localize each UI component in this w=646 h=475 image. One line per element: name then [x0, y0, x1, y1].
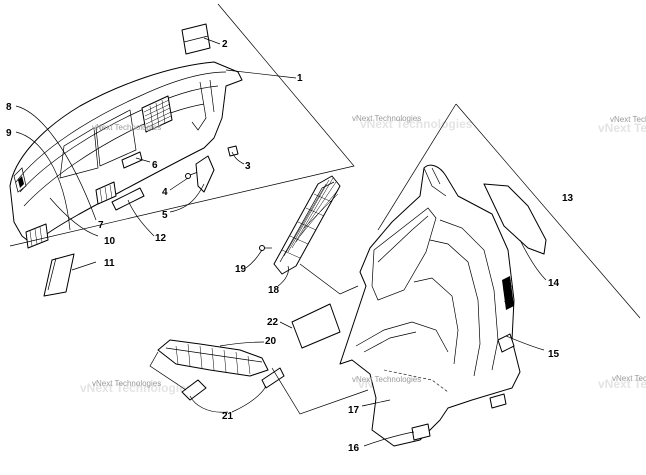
- watermark-shadow: vNext Technologies: [598, 121, 646, 135]
- front-bumper-shell: [9, 61, 243, 245]
- callout-10: 10: [104, 236, 116, 247]
- part-3-clip: [227, 145, 239, 157]
- callout-1-bracket: [9, 3, 355, 247]
- callout-4: 4: [162, 187, 168, 198]
- watermark: vNext Technologies: [92, 379, 161, 388]
- callout-21: 21: [222, 411, 234, 422]
- front-bumper-assembly: [9, 61, 243, 249]
- watermark-shadow: vNext Technologies: [80, 381, 193, 395]
- watermark-shadow: vNext Technologies: [360, 117, 473, 131]
- hood-side-vent: [502, 276, 514, 310]
- headlight-opening: [13, 167, 27, 193]
- callout-15: 15: [548, 349, 560, 360]
- hood-window-cutout: [371, 207, 437, 301]
- callout-6: 6: [152, 160, 158, 171]
- callout-12: 12: [155, 233, 167, 244]
- headlight-accent: [18, 176, 24, 188]
- callout-20: 20: [265, 336, 277, 347]
- watermark: vNext Technologies: [352, 375, 421, 384]
- part-11-pad: [43, 253, 75, 297]
- bumper-vent-grille: [141, 95, 173, 133]
- callout-7: 7: [98, 220, 104, 231]
- callout-16: 16: [348, 443, 360, 454]
- part-20-grille-insert: [157, 339, 269, 377]
- watermarks: vNext Technologies vNext Technologies vN…: [92, 114, 646, 388]
- callout-18: 18: [268, 285, 280, 296]
- callout-5: 5: [162, 210, 168, 221]
- callout-13-bracket: [455, 103, 641, 319]
- hood-shell: [339, 164, 521, 447]
- callout-labels: 1 2 3 4 5 6 7 8 9 10 11 12 13 14 15 16 1…: [6, 39, 574, 454]
- watermark: vNext Technologies: [610, 115, 646, 124]
- callout-9: 9: [6, 128, 12, 139]
- hood-assembly: [339, 164, 521, 447]
- callout-3: 3: [245, 161, 251, 172]
- left-lower-vent: [25, 223, 49, 249]
- part-22-plate: [291, 303, 341, 349]
- callout-13: 13: [562, 193, 574, 204]
- callout-11: 11: [104, 258, 115, 269]
- part-21-pad-right: [261, 367, 285, 389]
- leader-lines: [15, 37, 547, 447]
- center-lower-vent: [95, 181, 117, 205]
- part-19-screw: [259, 245, 272, 251]
- watermark: vNext Technologies: [612, 374, 646, 383]
- part-4-screw: [185, 171, 199, 179]
- callout-2: 2: [222, 39, 228, 50]
- part-18-vent-grille: [273, 175, 341, 275]
- callout-8: 8: [6, 102, 12, 113]
- part-21-pad-left: [181, 379, 207, 401]
- callout-1: 1: [297, 73, 303, 84]
- watermark: vNext Technologies: [92, 123, 161, 132]
- callout-14: 14: [548, 278, 560, 289]
- callout-17: 17: [348, 405, 360, 416]
- watermark: vNext Technologies: [352, 114, 421, 123]
- callout-22: 22: [267, 317, 279, 328]
- part-14-windshield: [483, 183, 547, 255]
- callout-19: 19: [235, 264, 247, 275]
- part-12-pad: [111, 187, 145, 211]
- part-5-bracket: [195, 155, 215, 193]
- watermark-shadow: vNext Technologies: [598, 377, 646, 391]
